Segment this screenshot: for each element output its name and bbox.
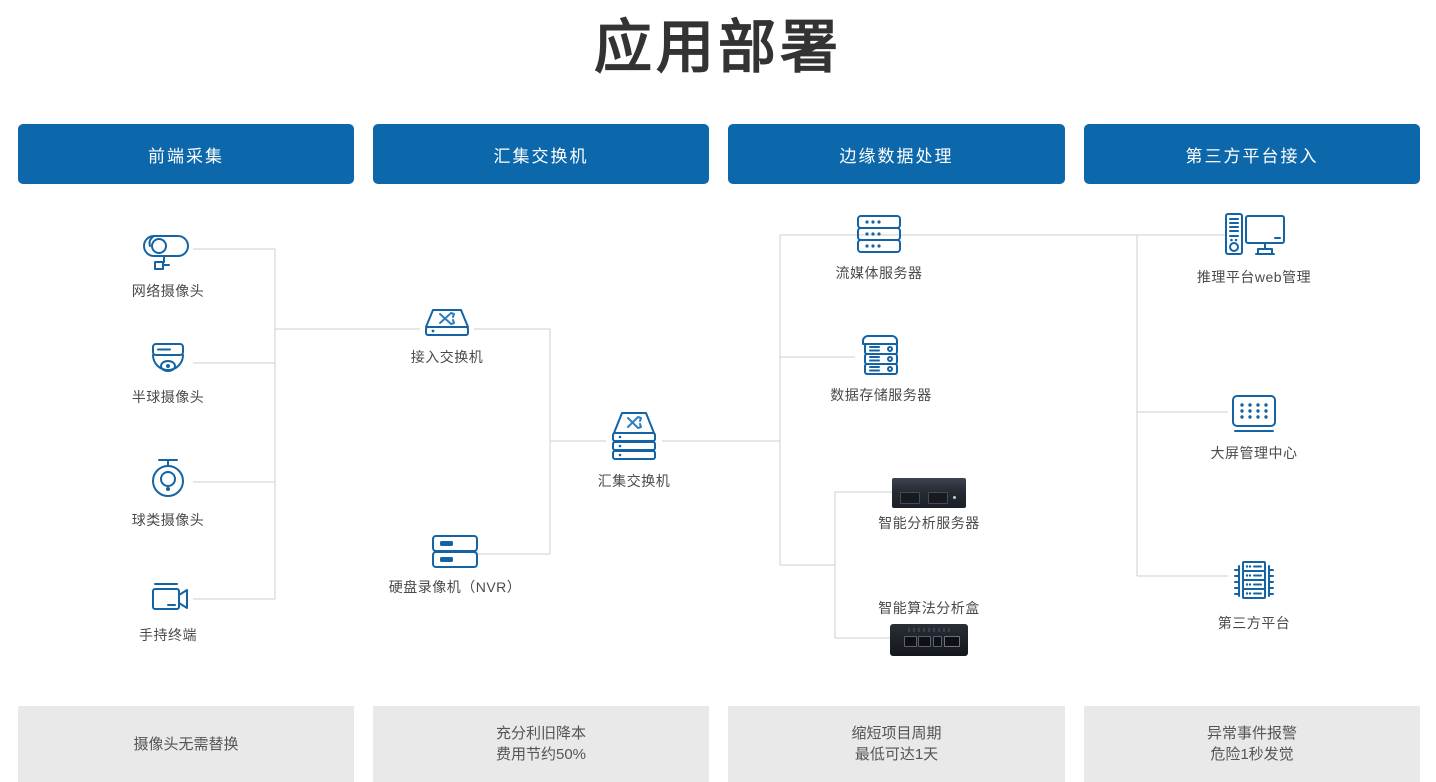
node-label: 汇集交换机	[597, 473, 671, 489]
column-footer-edge-data-processing: 缩短项目周期 最低可达1天	[728, 706, 1065, 782]
footer-line: 异常事件报警	[1206, 725, 1297, 742]
desktop-pc-icon	[1188, 210, 1320, 262]
server-rack-icon	[1196, 556, 1312, 608]
handheld-camcorder-icon	[118, 578, 218, 620]
node-aggregation-switch[interactable]: 汇集交换机	[584, 408, 684, 491]
rack-server-icon	[827, 210, 931, 258]
node-label: 智能算法分析盒	[878, 600, 980, 616]
storage-server-icon	[825, 330, 937, 380]
node-label: 大屏管理中心	[1210, 445, 1298, 461]
edge-box-photo	[864, 624, 994, 656]
bullet-camera-icon	[118, 222, 218, 276]
node-label: 硬盘录像机（NVR）	[388, 579, 522, 595]
nvr-icon	[380, 530, 530, 572]
node-streaming-server[interactable]: 流媒体服务器	[827, 210, 931, 283]
footer-line: 费用节约50%	[495, 746, 587, 763]
node-handheld-terminal[interactable]: 手持终端	[118, 578, 218, 645]
node-inference-platform-web-management[interactable]: 推理平台web管理	[1188, 210, 1320, 287]
node-network-camera[interactable]: 网络摄像头	[118, 222, 218, 301]
footer-line: 充分利旧降本	[495, 725, 586, 742]
footer-line: 危险1秒发觉	[1210, 746, 1294, 763]
node-label: 推理平台web管理	[1196, 269, 1312, 285]
switch-icon	[397, 302, 497, 342]
page-title: 应用部署	[593, 15, 842, 80]
node-ptz-camera[interactable]: 球类摄像头	[118, 455, 218, 530]
node-label: 网络摄像头	[131, 283, 205, 299]
node-third-party-platform[interactable]: 第三方平台	[1196, 556, 1312, 633]
node-label: 球类摄像头	[131, 512, 205, 528]
footer-line: 缩短项目周期	[851, 725, 942, 742]
node-ai-analysis-server[interactable]: 智能分析服务器	[864, 478, 994, 533]
node-access-switch[interactable]: 接入交换机	[397, 302, 497, 367]
footer-line: 最低可达1天	[854, 746, 939, 763]
node-label: 手持终端	[139, 627, 197, 643]
node-label: 流媒体服务器	[835, 265, 923, 281]
video-wall-icon	[1196, 390, 1312, 438]
node-data-storage-server[interactable]: 数据存储服务器	[825, 330, 937, 405]
stacked-switch-icon	[584, 408, 684, 466]
node-ai-algorithm-box[interactable]: 智能算法分析盒	[864, 598, 994, 656]
rack-1u-photo	[864, 478, 994, 508]
node-nvr[interactable]: 硬盘录像机（NVR）	[380, 530, 530, 597]
column-header-edge-data-processing[interactable]: 边缘数据处理	[728, 124, 1065, 184]
ptz-camera-icon	[118, 455, 218, 505]
node-video-wall-center[interactable]: 大屏管理中心	[1196, 390, 1312, 463]
node-label: 智能分析服务器	[878, 515, 980, 531]
column-header-front-end-collection[interactable]: 前端采集	[18, 124, 354, 184]
column-footer-front-end-collection: 摄像头无需替换	[18, 706, 354, 782]
column-header-aggregation-switch[interactable]: 汇集交换机	[373, 124, 709, 184]
node-label: 接入交换机	[410, 349, 484, 365]
node-label: 半球摄像头	[131, 389, 205, 405]
node-dome-camera[interactable]: 半球摄像头	[118, 338, 218, 407]
column-header-third-party-platform-access[interactable]: 第三方平台接入	[1084, 124, 1420, 184]
node-label: 第三方平台	[1217, 615, 1291, 631]
footer-line: 摄像头无需替换	[133, 735, 239, 753]
node-label: 数据存储服务器	[830, 387, 932, 403]
column-footer-third-party-platform-access: 异常事件报警 危险1秒发觉	[1084, 706, 1420, 782]
column-footer-aggregation-switch: 充分利旧降本 费用节约50%	[373, 706, 709, 782]
dome-camera-icon	[118, 338, 218, 382]
